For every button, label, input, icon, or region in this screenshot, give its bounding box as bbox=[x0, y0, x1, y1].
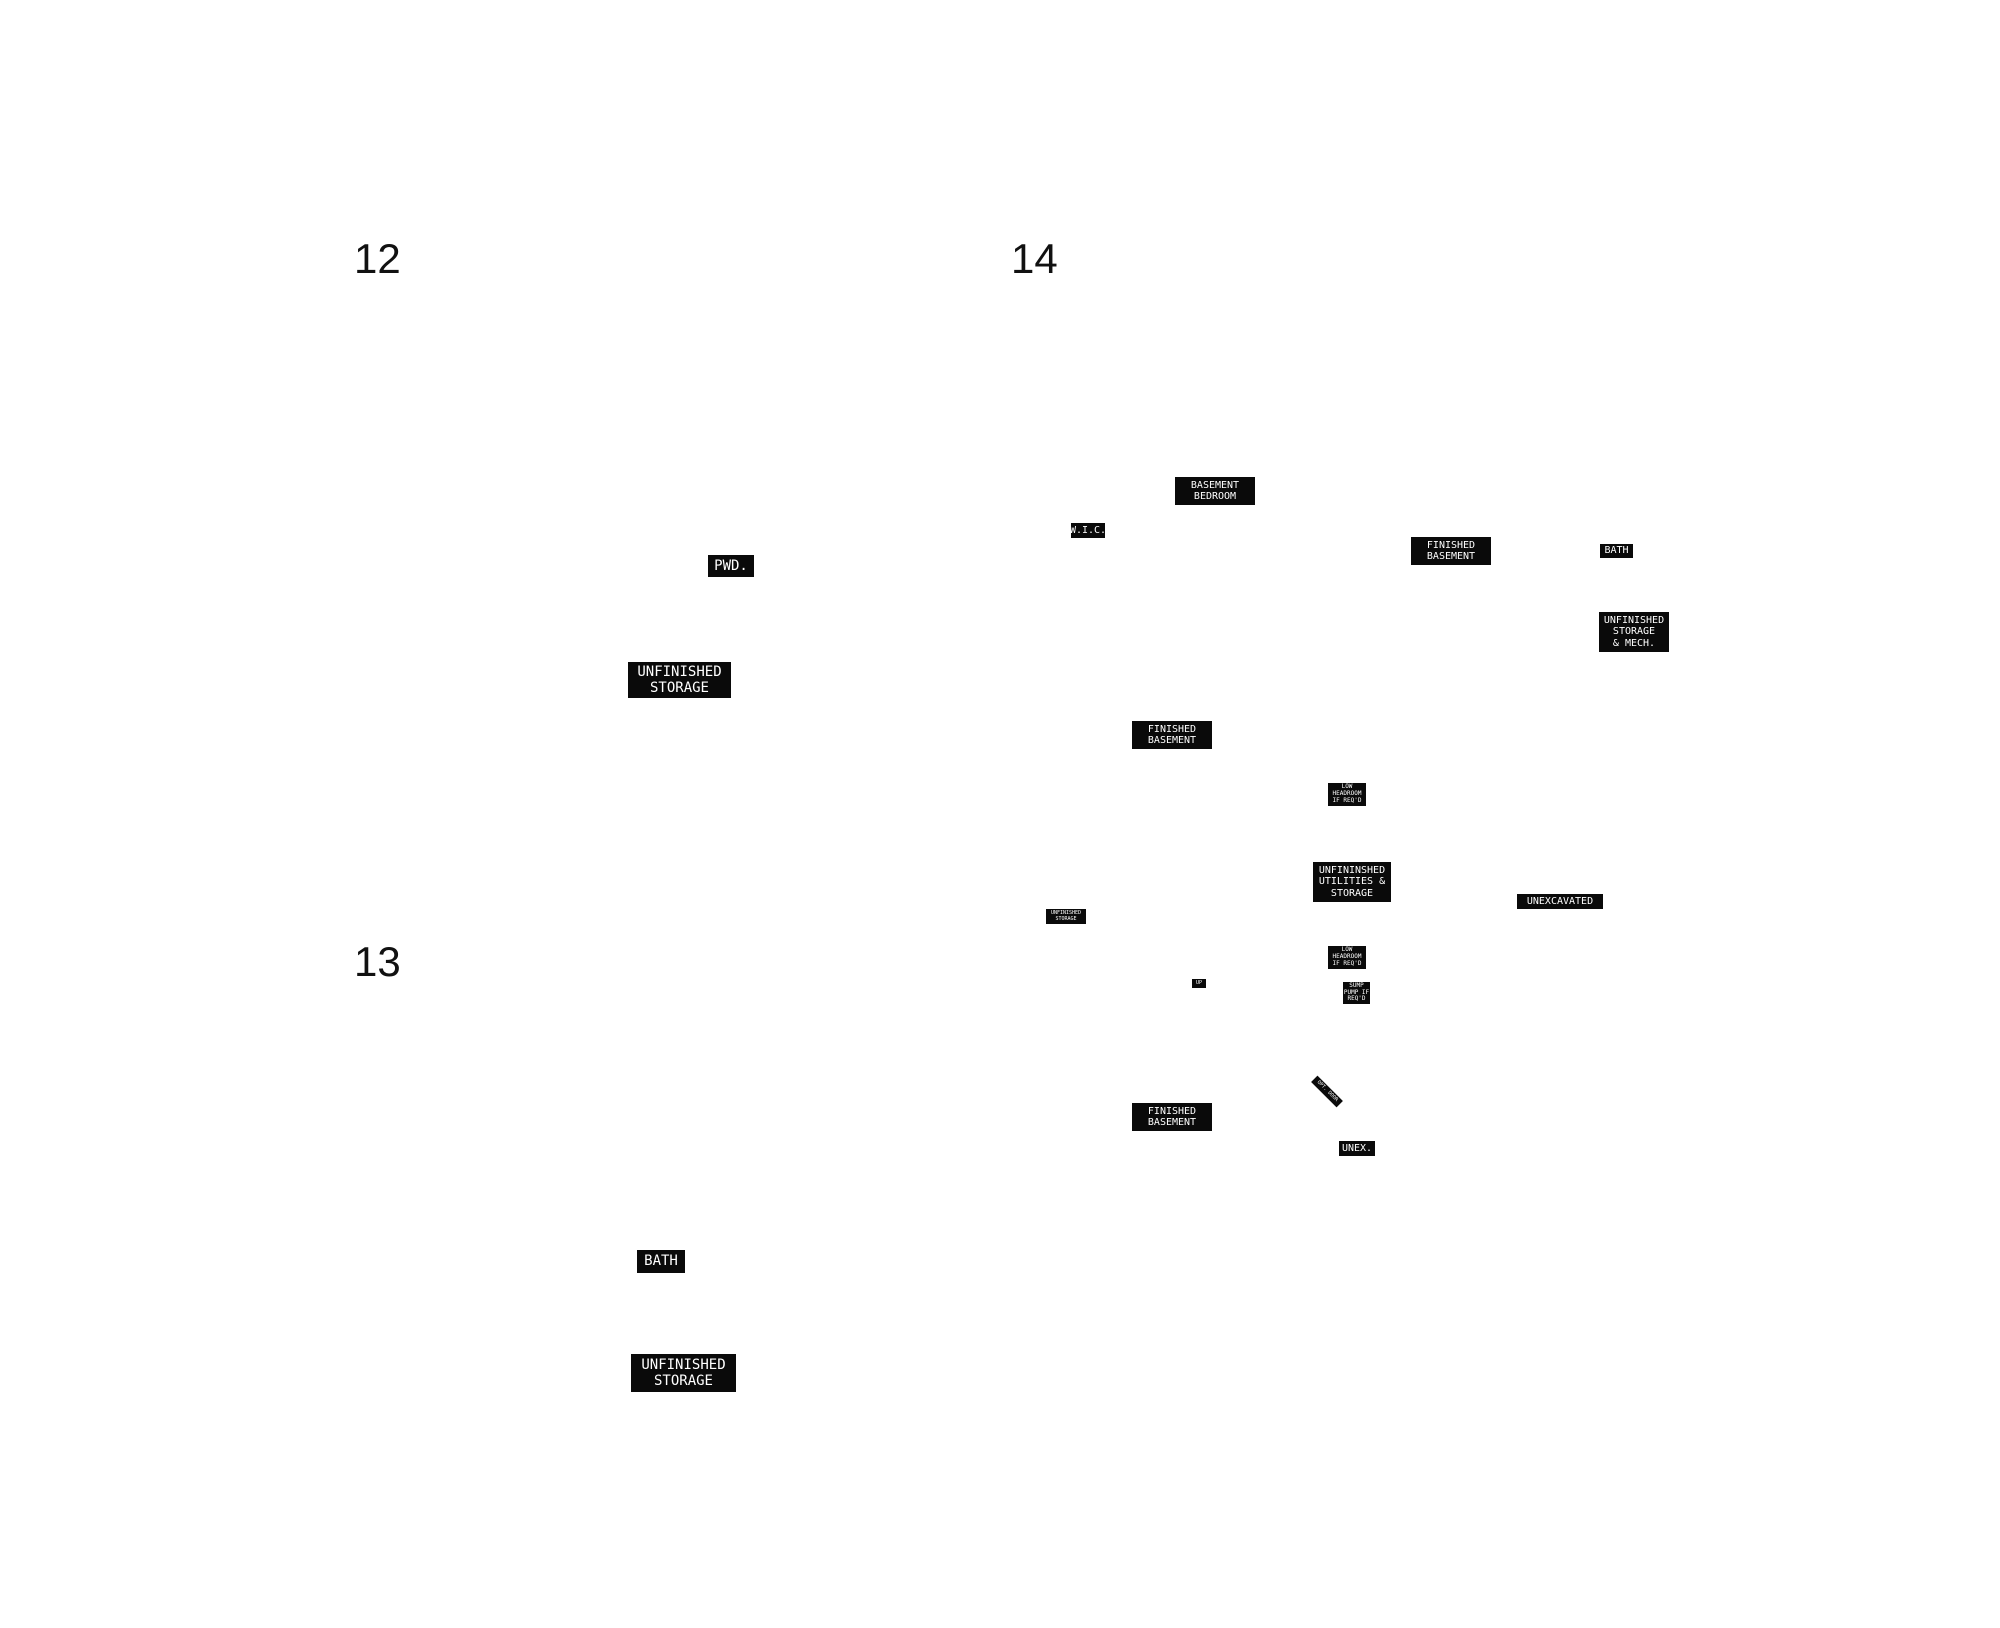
finished-basement-mid-label: FINISHED BASEMENT 16'3"x18'7" bbox=[1132, 721, 1212, 767]
walk-in-closet-text: W.I.C. bbox=[1069, 524, 1107, 536]
low-headroom-2-line2: HEADROOM bbox=[1332, 953, 1362, 961]
basement-bedroom-label: BASEMENT BEDROOM 11'10"x10'9" bbox=[1172, 477, 1258, 523]
finished-basement-bot-line1: FINISHED bbox=[1147, 1105, 1197, 1117]
finished-basement-bot-label: FINISHED BASEMENT 15'5"x12'1" bbox=[1132, 1103, 1212, 1149]
unfinished-storage-mech-line3: & MECH. bbox=[1612, 637, 1656, 649]
unfinished-utilities-note: LOCATIONS MAY VARY bbox=[1306, 902, 1398, 937]
finished-basement-top-label: FINISHED BASEMENT 14'3"x9'4" bbox=[1411, 537, 1491, 583]
unfinished-storage-small-line2: STORAGE bbox=[1055, 915, 1077, 922]
finished-basement-bot-box: FINISHED BASEMENT bbox=[1132, 1103, 1212, 1131]
low-headroom-1-line1: LOW bbox=[1341, 783, 1353, 791]
finished-basement-top-box: FINISHED BASEMENT bbox=[1411, 537, 1491, 565]
unfinished-storage-mech-box: UNFINISHED STORAGE & MECH. bbox=[1599, 612, 1669, 652]
walk-in-closet-label: W.I.C. bbox=[1069, 523, 1107, 538]
unfinished-storage-12-line2: STORAGE bbox=[649, 680, 709, 696]
unfinished-storage-label-13: UNFINISHED STORAGE bbox=[631, 1354, 736, 1392]
plan-number-13: 13 bbox=[354, 938, 401, 985]
bath-14-text: BATH bbox=[1604, 545, 1629, 557]
finished-basement-top-line1: FINISHED bbox=[1426, 539, 1476, 551]
finished-basement-mid-box: FINISHED BASEMENT bbox=[1132, 721, 1212, 749]
unex-box: UNEX. bbox=[1339, 1141, 1375, 1156]
unex-cold-cellar-label: UNEX. OPT. COLD CELLAR bbox=[1324, 1141, 1390, 1210]
sump-pump-label: SUMP PUMP IF REQ'D bbox=[1343, 982, 1370, 1004]
unfinished-storage-mech-label: UNFINISHED STORAGE & MECH. LOCATIONS MAY… bbox=[1588, 612, 1680, 688]
bath-label-14: BATH bbox=[1600, 544, 1633, 558]
finished-basement-mid-dimension: 16'3"x18'7" bbox=[1132, 749, 1212, 766]
unfinished-storage-label-12: UNFINISHED STORAGE bbox=[628, 662, 731, 698]
plan-number-14: 14 bbox=[1011, 235, 1058, 282]
low-headroom-label-2: LOW HEADROOM IF REQ'D bbox=[1328, 946, 1366, 969]
unfinished-storage-mech-line1: UNFINISHED bbox=[1603, 614, 1665, 626]
optional-cold-cellar-text: OPT. COLD CELLAR bbox=[1324, 1156, 1387, 1209]
sump-pump-line3: REQ'D bbox=[1347, 995, 1366, 1003]
finished-basement-bot-dimension: 15'5"x12'1" bbox=[1132, 1131, 1212, 1148]
low-headroom-1-line2: HEADROOM bbox=[1332, 790, 1362, 798]
unfinished-storage-mech-note: LOCATIONS MAY VARY bbox=[1588, 652, 1680, 687]
low-headroom-label-1: LOW HEADROOM IF REQ'D bbox=[1328, 783, 1366, 806]
unfinished-storage-small-line1: UNFINISHED bbox=[1050, 909, 1082, 916]
finished-basement-mid-line2: BASEMENT bbox=[1147, 735, 1197, 746]
unfinished-utilities-box: UNFININSHED UTILITIES & STORAGE bbox=[1313, 862, 1391, 902]
unex-text: UNEX. bbox=[1341, 1142, 1373, 1154]
low-headroom-2-line3: IF REQ'D bbox=[1332, 959, 1362, 967]
basement-bedroom-box: BASEMENT BEDROOM bbox=[1175, 477, 1255, 505]
sump-pump-line1: SUMP bbox=[1349, 981, 1364, 989]
optional-door-text: OPT. DOOR bbox=[1315, 1079, 1340, 1103]
unfinished-storage-13-line1: UNFINISHED bbox=[641, 1356, 726, 1373]
bath-label-13: BATH bbox=[637, 1250, 685, 1273]
unexcavated-label: UNEXCAVATED bbox=[1517, 894, 1603, 909]
optional-door-label: OPT. DOOR bbox=[1311, 1075, 1343, 1108]
unfinished-storage-13-line2: STORAGE bbox=[653, 1373, 713, 1389]
low-headroom-2-line1: LOW bbox=[1341, 946, 1353, 954]
unfinished-utilities-line1: UNFININSHED bbox=[1318, 864, 1386, 876]
basement-bedroom-line2: BEDROOM bbox=[1193, 491, 1237, 502]
unfinished-utilities-line2: UTILITIES & bbox=[1318, 876, 1386, 888]
unfinished-storage-small-label: UNFINISHED STORAGE bbox=[1046, 909, 1086, 924]
unfinished-storage-12-line1: UNFINISHED bbox=[637, 663, 722, 680]
powder-room-label: PWD. bbox=[708, 555, 754, 577]
unfinished-utilities-label: UNFININSHED UTILITIES & STORAGE LOCATION… bbox=[1306, 862, 1398, 938]
powder-room-text: PWD. bbox=[714, 557, 748, 574]
finished-basement-top-line2: BASEMENT bbox=[1426, 551, 1476, 562]
plan-number-12: 12 bbox=[354, 235, 401, 282]
stairs-up-text: UP bbox=[1195, 979, 1203, 986]
finished-basement-mid-line1: FINISHED bbox=[1147, 723, 1197, 735]
unfinished-storage-mech-line2: STORAGE bbox=[1612, 626, 1656, 638]
finished-basement-bot-line2: BASEMENT bbox=[1147, 1117, 1197, 1128]
low-headroom-1-line3: IF REQ'D bbox=[1332, 796, 1362, 804]
unfinished-utilities-line3: STORAGE bbox=[1330, 887, 1374, 899]
finished-basement-top-dimension: 14'3"x9'4" bbox=[1416, 565, 1486, 582]
basement-bedroom-dimension: 11'10"x10'9" bbox=[1171, 505, 1259, 522]
bath-13-text: BATH bbox=[644, 1253, 678, 1270]
stairs-up-label: UP bbox=[1192, 979, 1206, 988]
sump-pump-line2: PUMP IF bbox=[1343, 988, 1370, 996]
unexcavated-text: UNEXCAVATED bbox=[1526, 895, 1594, 907]
basement-bedroom-line1: BASEMENT bbox=[1190, 479, 1240, 491]
